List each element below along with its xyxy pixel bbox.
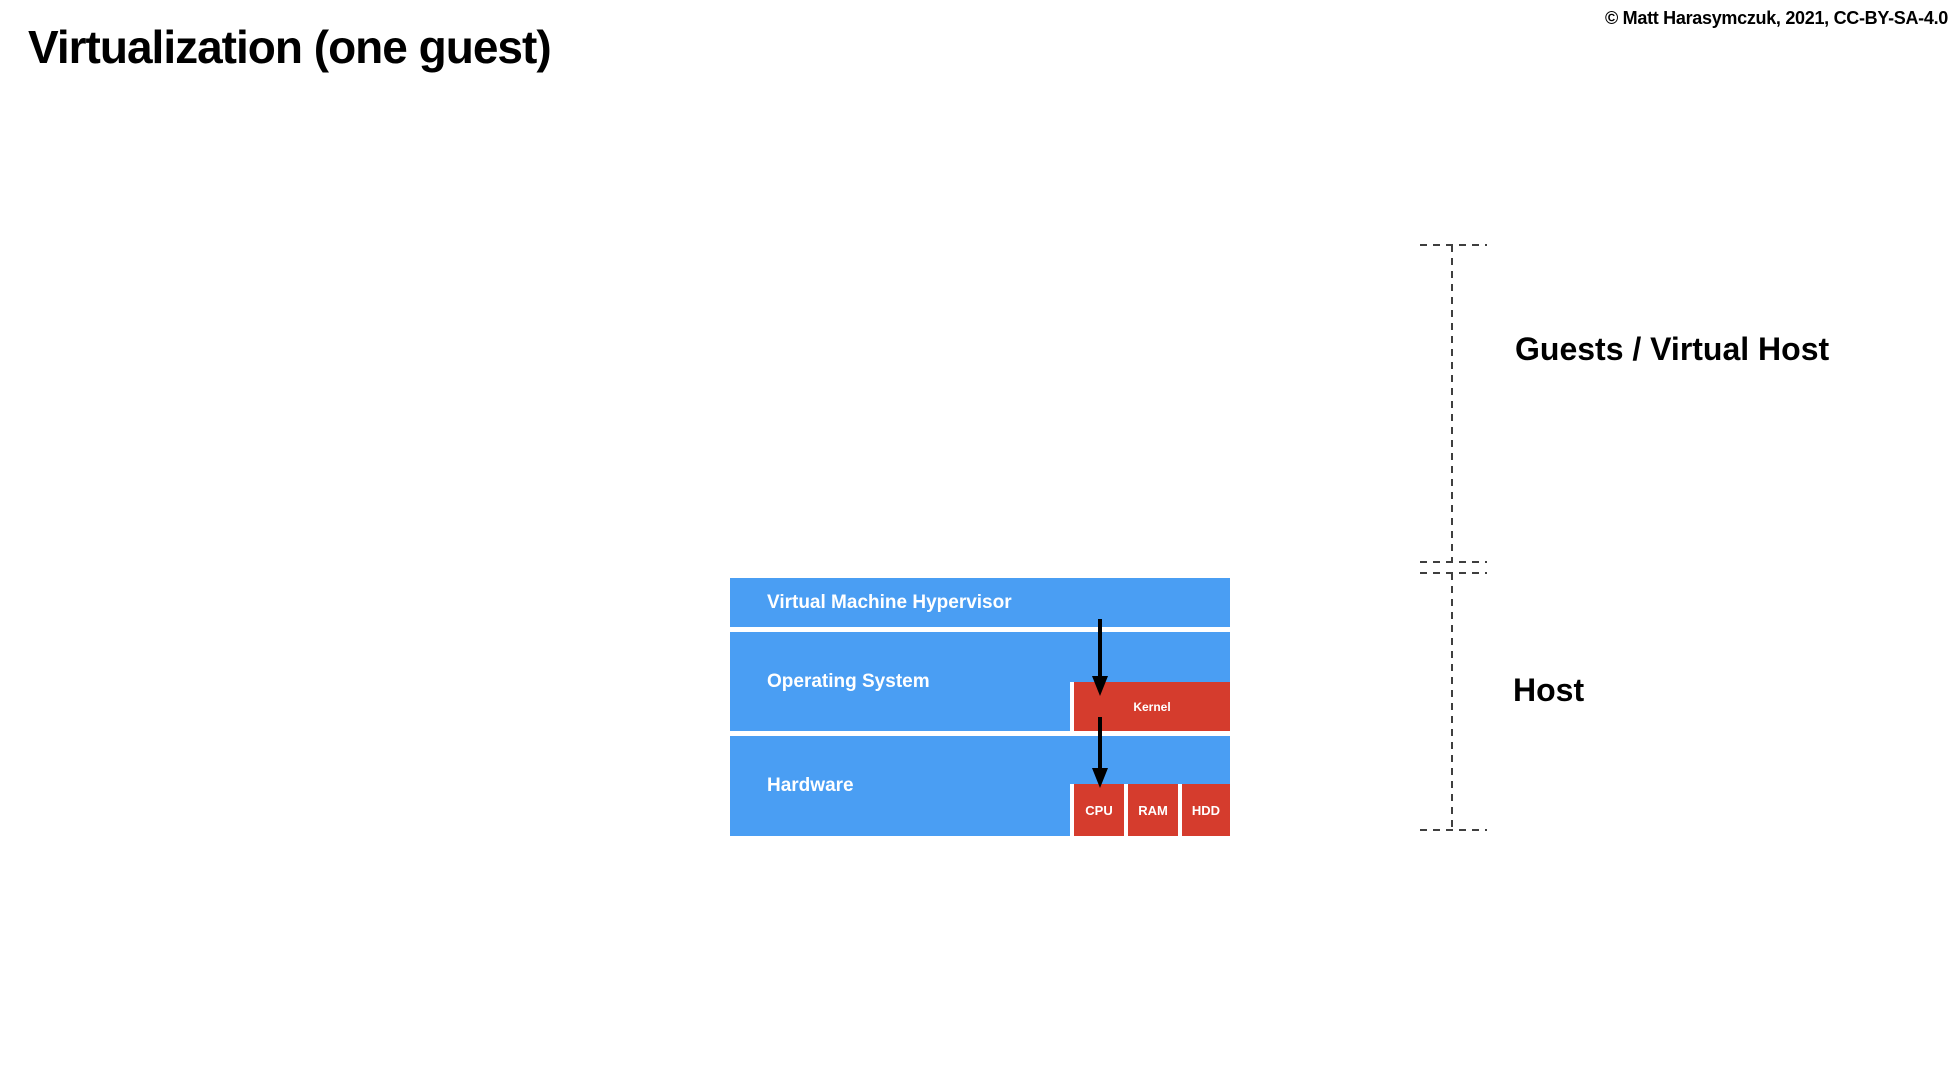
layer-hypervisor: Virtual Machine Hypervisor xyxy=(730,578,1230,627)
layer-hypervisor-label: Virtual Machine Hypervisor xyxy=(767,591,1012,613)
guests-bracket xyxy=(1420,244,1487,563)
kernel-label: Kernel xyxy=(1133,699,1171,714)
cpu-label: CPU xyxy=(1085,802,1113,818)
host-label: Host xyxy=(1513,672,1585,708)
layer-os-label: Operating System xyxy=(767,670,930,692)
guests-virtual-host-label: Guests / Virtual Host xyxy=(1515,331,1830,367)
copyright-notice: © Matt Harasymczuk, 2021, CC-BY-SA-4.0 xyxy=(1605,8,1948,28)
component-ram: RAM xyxy=(1124,784,1178,836)
component-hdd: HDD xyxy=(1178,784,1230,836)
hdd-label: HDD xyxy=(1191,802,1221,818)
layer-operating-system: Operating System xyxy=(730,632,1230,731)
ram-label: RAM xyxy=(1138,802,1168,818)
component-kernel: Kernel xyxy=(1070,682,1230,731)
host-bracket xyxy=(1420,572,1487,831)
component-cpu: CPU xyxy=(1070,784,1124,836)
layer-hardware-label: Hardware xyxy=(767,775,854,796)
page-title: Virtualization (one guest) xyxy=(28,21,552,73)
